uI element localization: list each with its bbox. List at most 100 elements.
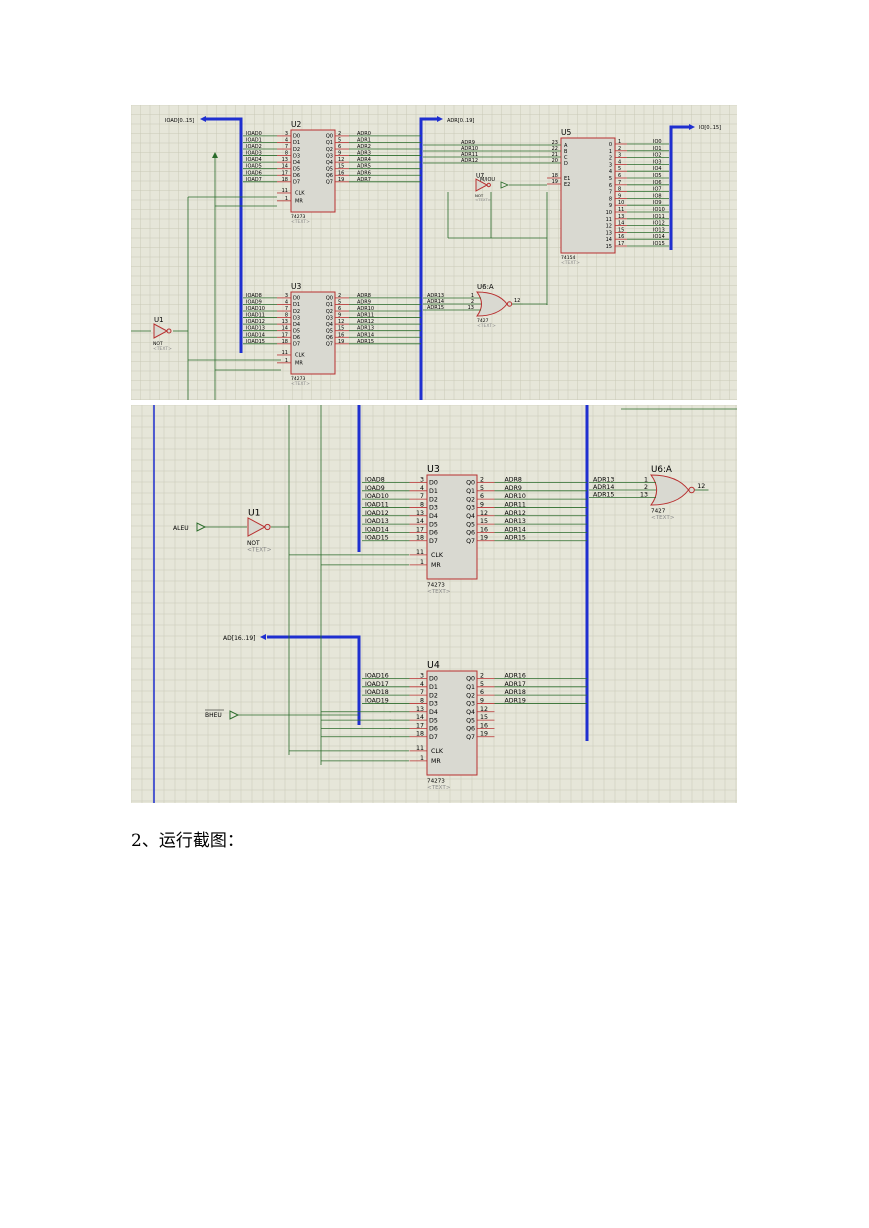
pin-number: 19	[338, 339, 344, 345]
component-type: 74154	[561, 255, 575, 261]
component-type: 7427	[651, 509, 666, 515]
pin-number: 5	[618, 166, 621, 172]
latch-body	[290, 129, 336, 213]
pin-number: 18	[552, 173, 558, 179]
pin-name: Q1	[326, 302, 333, 308]
net-label: IO2	[653, 153, 662, 159]
pin-number: 15	[338, 326, 344, 332]
pin-number: 15	[618, 227, 624, 233]
pin-number: 8	[285, 151, 288, 157]
net-label: M/IOU	[480, 177, 495, 183]
net-label: ADR15	[357, 339, 374, 345]
component-text: <TEXT>	[477, 323, 496, 329]
pin-number: 1	[618, 139, 621, 145]
pin-number: 22	[552, 146, 558, 152]
component-ref: U6:A	[477, 283, 494, 291]
net-label: IO12	[653, 221, 665, 227]
net-label: ADR1	[357, 137, 371, 143]
pin-name: Q4	[466, 709, 475, 716]
pin-number: 4	[618, 159, 621, 165]
pin-number: 12	[697, 483, 705, 490]
net-label: ADR12	[357, 319, 374, 325]
component-text: <TEXT>	[247, 548, 272, 554]
pin-number: 19	[480, 731, 488, 738]
pin-name: Q2	[326, 309, 333, 315]
pin-name: D7	[293, 342, 300, 348]
net-label: IO5	[653, 173, 662, 179]
pin-number: 16	[618, 234, 624, 240]
pin-number: 16	[480, 526, 488, 533]
pin-number: 11	[282, 350, 288, 356]
net-label: ADR15	[505, 535, 526, 542]
pin-number: 2	[338, 293, 341, 299]
pin-number: 14	[282, 164, 288, 170]
ad-bus-arrow	[260, 634, 266, 640]
pin-number: 12	[338, 319, 344, 325]
net-label: IOAD10	[246, 306, 265, 312]
pin-name: D6	[429, 726, 438, 733]
component-type: NOT	[153, 341, 163, 347]
pin-number: 6	[338, 306, 341, 312]
pin-name: Q2	[466, 692, 475, 699]
pin-name: 12	[606, 224, 612, 230]
pin-name: E2	[564, 182, 570, 188]
pin-number: 17	[282, 170, 288, 176]
component-ref: U7	[476, 172, 484, 179]
pin-name: D1	[429, 488, 438, 495]
pin-name: D2	[429, 496, 438, 503]
net-label: IOAD16	[365, 672, 389, 679]
component-ref: U1	[154, 316, 164, 324]
pin-number: 21	[552, 152, 558, 158]
net-label: IOAD6	[246, 170, 262, 176]
pin-name: E1	[564, 176, 570, 182]
pin-number: 5	[338, 137, 341, 143]
schematic-canvas-top: IOAD[0..15]ADR[0..19]IO[0..15]U1NOT<TEXT…	[131, 105, 737, 400]
component-type: NOT	[475, 193, 484, 198]
net-label: ADR10	[505, 493, 526, 500]
pin-name: CLK	[295, 353, 305, 359]
component-ref: U5	[561, 128, 571, 137]
net-label: ADR5	[357, 164, 371, 170]
net-label: ADR9	[461, 140, 475, 146]
pin-number: 5	[480, 485, 484, 492]
pin-name: D6	[293, 173, 300, 179]
component-ref: U3	[427, 464, 440, 475]
net-label: ADR14	[593, 484, 614, 491]
pin-name: 7	[609, 190, 612, 196]
net-label: IO0	[653, 139, 662, 145]
net-label: IOAD0	[246, 131, 262, 137]
net-label: IO13	[653, 227, 665, 233]
input-terminal	[500, 181, 510, 189]
pin-name: Q7	[466, 734, 475, 741]
pin-name: Q6	[326, 335, 333, 341]
net-label: IOAD13	[365, 518, 389, 525]
pin-name: 0	[609, 142, 612, 148]
pin-number: 6	[480, 689, 484, 696]
net-label: IOAD17	[365, 681, 389, 688]
pin-number: 7	[285, 306, 288, 312]
pin-name: CLK	[431, 552, 444, 559]
net-label: IOAD14	[365, 526, 389, 533]
pin-name: Q0	[326, 296, 333, 302]
nor-gate-bubble	[688, 486, 695, 494]
pin-number: 18	[282, 177, 288, 183]
pin-number: 9	[338, 151, 341, 157]
pin-name: A	[564, 143, 568, 149]
pin-name: Q5	[466, 521, 475, 528]
component-text: <TEXT>	[561, 260, 580, 266]
component-text: <TEXT>	[291, 219, 310, 225]
net-label: ADR2	[357, 144, 371, 150]
bus-label: IO[0..15]	[699, 125, 721, 131]
pin-name: C	[564, 155, 568, 161]
net-label: IO7	[653, 187, 662, 193]
net-label: ADR15	[593, 492, 614, 499]
net-label: IOAD9	[246, 299, 262, 305]
net-label: IOAD9	[365, 485, 385, 492]
pin-name: D1	[293, 302, 300, 308]
pin-number: 8	[285, 313, 288, 319]
component-ref: U4	[427, 660, 440, 671]
net-label: IOAD1	[246, 137, 262, 143]
net-label: ADR10	[357, 306, 374, 312]
pin-name: D6	[429, 530, 438, 537]
